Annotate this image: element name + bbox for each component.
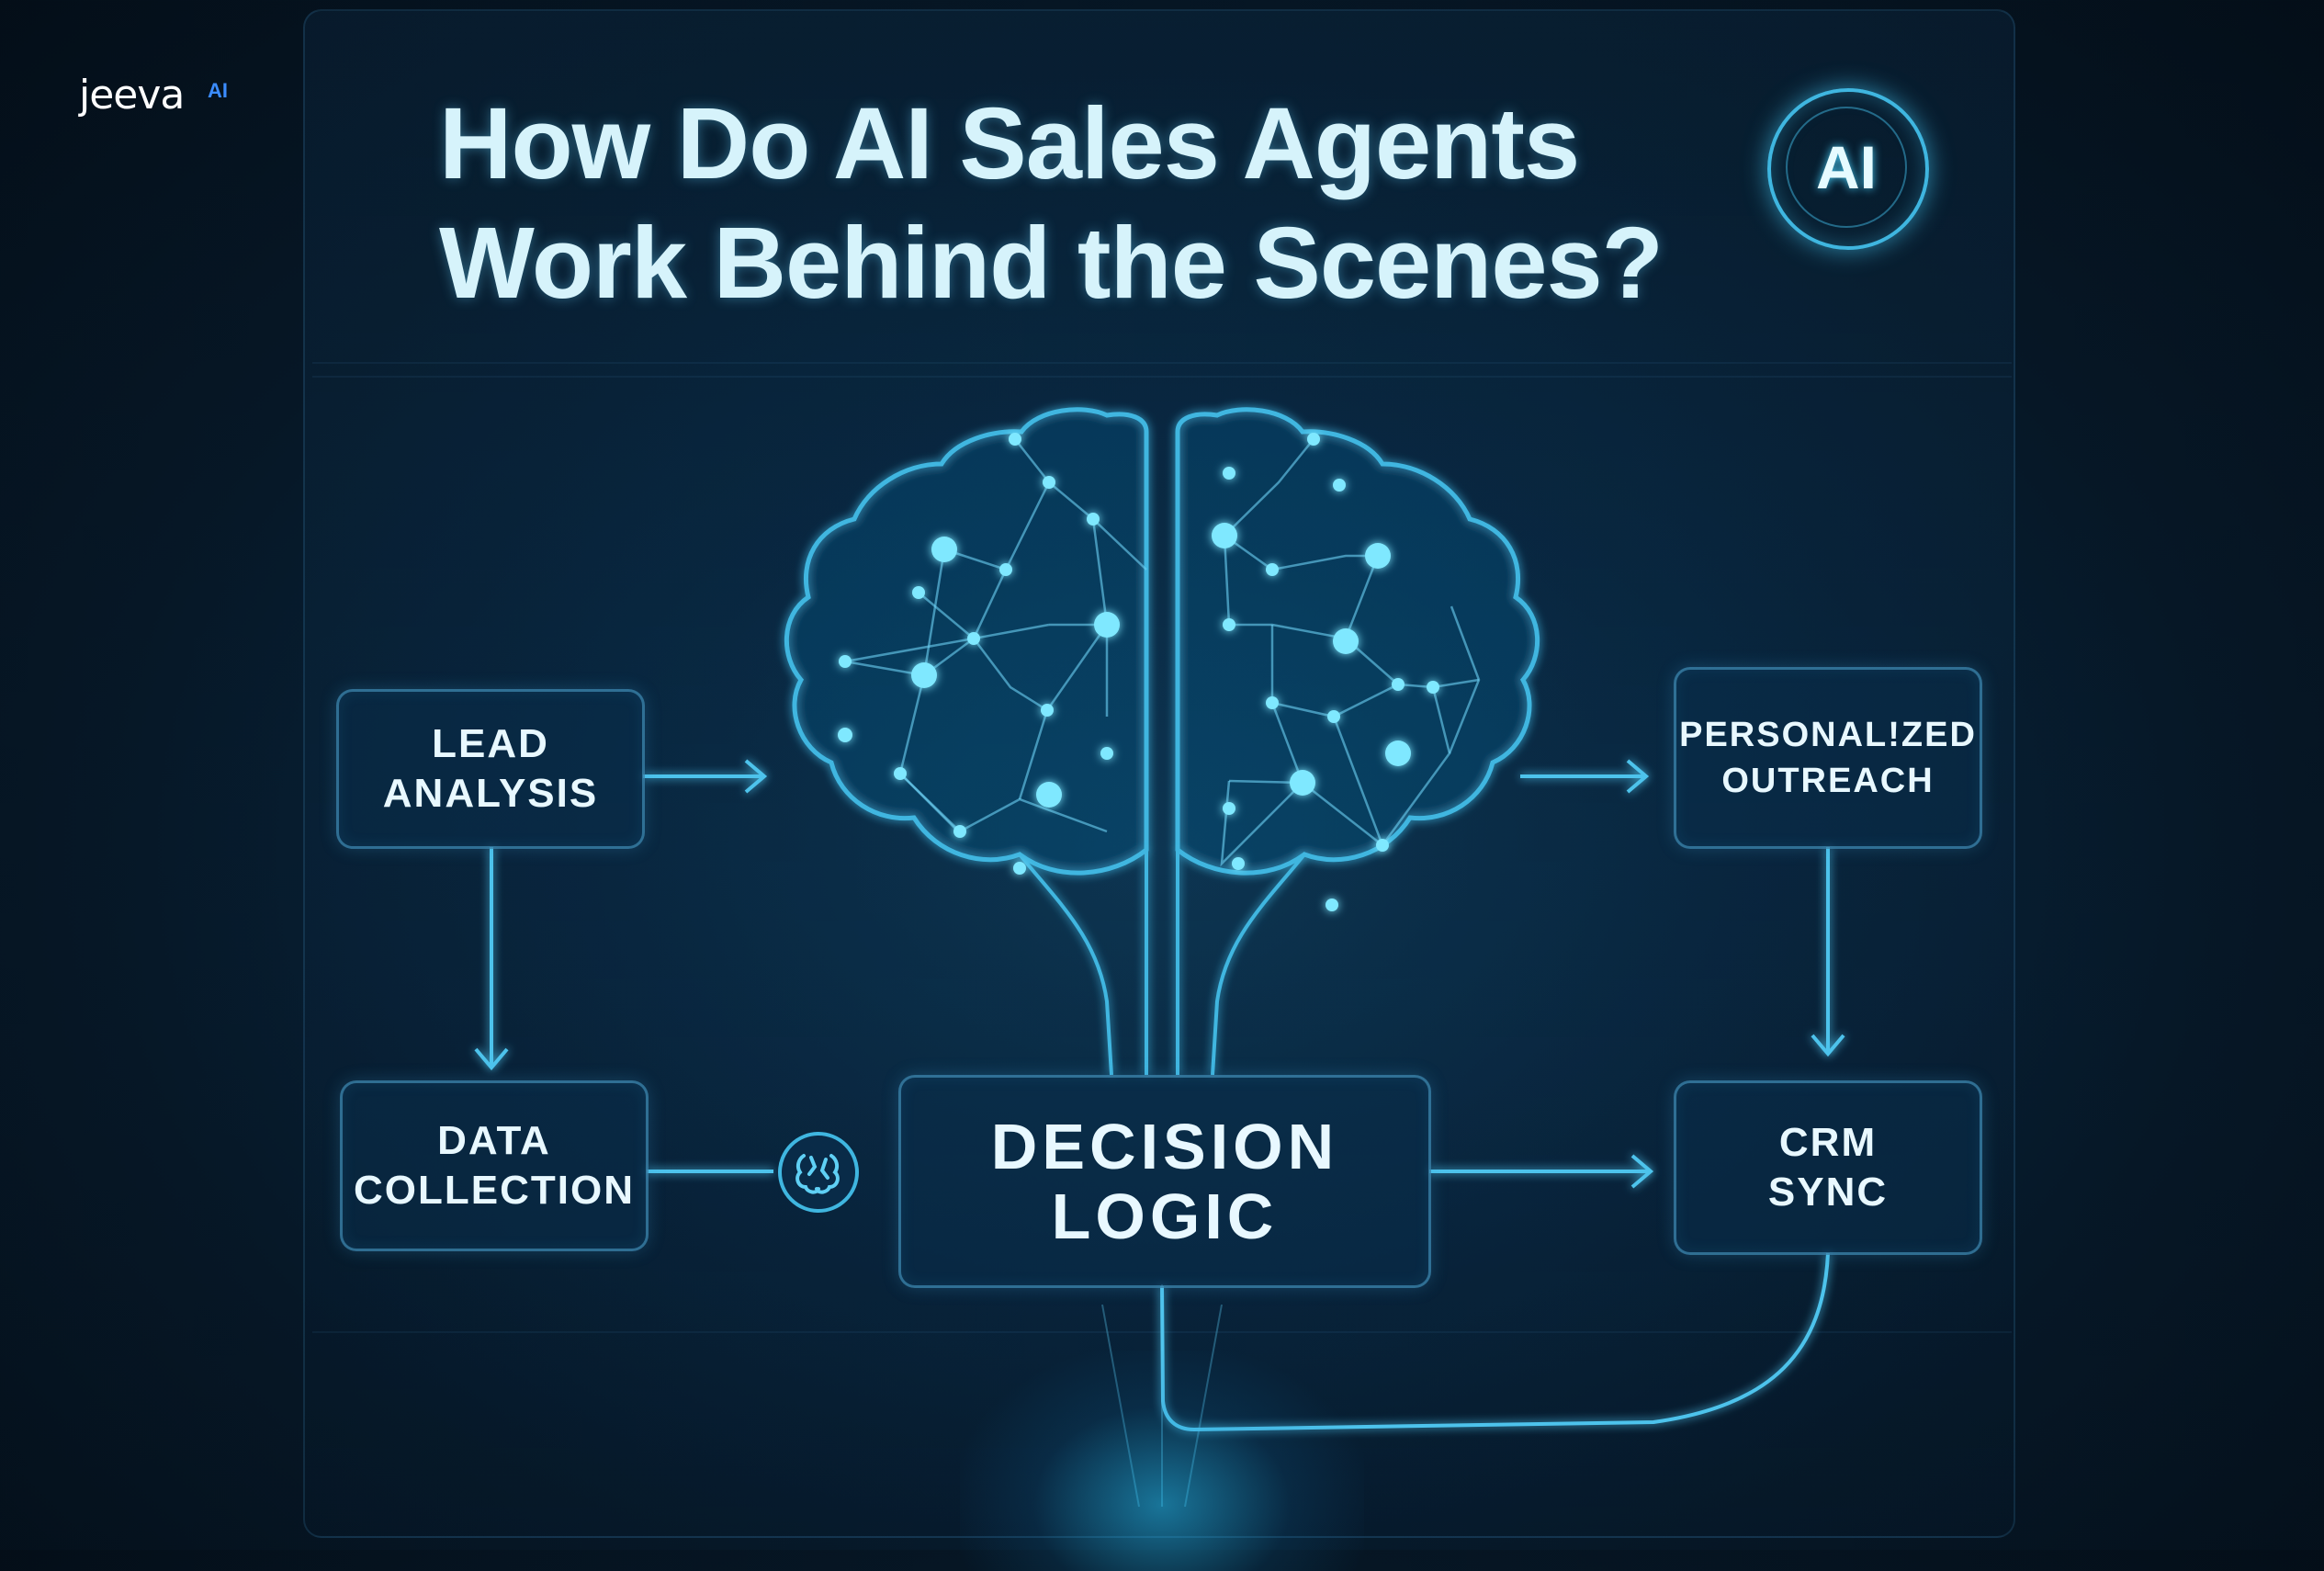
ai-badge-icon: AI — [1767, 88, 1929, 250]
title-line-2: Work Behind the Scenes? — [439, 207, 1664, 320]
node-personalized-outreach-line-2: OUTREACH — [1721, 762, 1935, 800]
bottom-glow — [960, 1351, 1364, 1571]
node-personalized-outreach: PERSONAL!ZED OUTREACH — [1674, 667, 1982, 849]
node-data-collection-line-2: COLLECTION — [354, 1168, 635, 1213]
title-line-1: How Do AI Sales Agents — [439, 87, 1580, 200]
ai-badge-label: AI — [1786, 107, 1907, 228]
node-lead-analysis-line-2: ANALYSIS — [382, 771, 599, 816]
node-crm-sync: CRM SYNC — [1674, 1080, 1982, 1255]
node-lead-analysis-line-1: LEAD — [432, 721, 549, 766]
node-data-collection-line-1: DATA — [437, 1118, 551, 1163]
node-crm-sync-line-1: CRM — [1778, 1120, 1878, 1165]
node-personalized-outreach-line-1: PERSONAL!ZED — [1679, 716, 1977, 754]
node-lead-analysis: LEAD ANALYSIS — [336, 689, 645, 849]
node-decision-logic: DECISION LOGIC — [898, 1075, 1431, 1288]
node-crm-sync-line-2: SYNC — [1767, 1170, 1889, 1215]
node-decision-logic-line-2: LOGIC — [1051, 1181, 1279, 1252]
brain-icon — [784, 407, 1540, 1076]
connector-arrows — [474, 759, 1845, 1432]
node-decision-logic-line-1: DECISION — [990, 1111, 1339, 1182]
page-title: How Do AI Sales Agents Work Behind the S… — [439, 85, 1725, 323]
node-data-collection: DATA COLLECTION — [340, 1080, 649, 1251]
logo-wordmark: jeeva — [79, 72, 185, 119]
logo-badge: AI — [208, 79, 228, 102]
brain-chip-icon — [778, 1132, 859, 1213]
